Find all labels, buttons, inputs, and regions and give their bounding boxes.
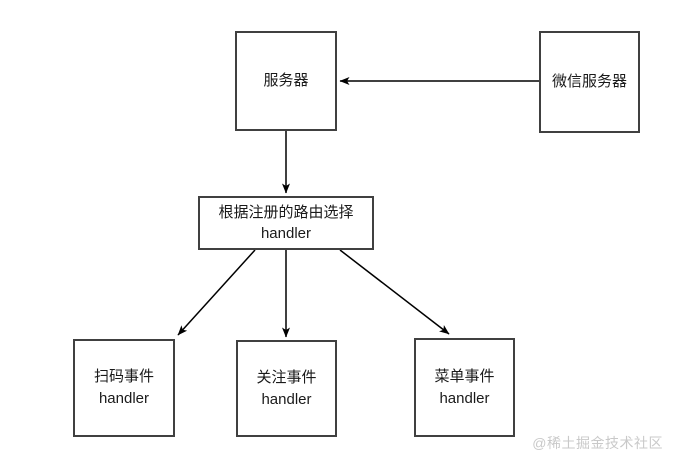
watermark: @稀土掘金技术社区 [532,435,663,451]
node-wechat-server: 微信服务器 [539,31,640,133]
node-scan-handler-label-line2: handler [98,390,150,407]
node-scan-event-handler: 扫码事件 handler [73,339,175,437]
node-menu-event-handler: 菜单事件 handler [414,338,515,437]
node-follow-handler-label-line2: handler [261,390,312,408]
node-follow-handler-label-line1: 关注事件 [256,368,317,386]
node-wechat-server-label: 微信服务器 [551,73,627,90]
node-server: 服务器 [235,31,337,131]
node-menu-handler-label-line2: handler [439,389,490,407]
node-follow-event-handler: 关注事件 handler [236,340,337,437]
node-scan-handler-label-line1: 扫码事件 [93,368,154,385]
node-menu-handler-label-line1: 菜单事件 [434,367,495,385]
edge-router-to-scan [177,249,256,336]
edge-router-to-menu [339,249,450,335]
node-router-select-handler: 根据注册的路由选择 handler [198,196,374,250]
node-router-label-line2: handler [260,225,312,242]
node-server-label: 服务器 [263,72,309,89]
node-router-label-line1: 根据注册的路由选择 [218,204,354,221]
